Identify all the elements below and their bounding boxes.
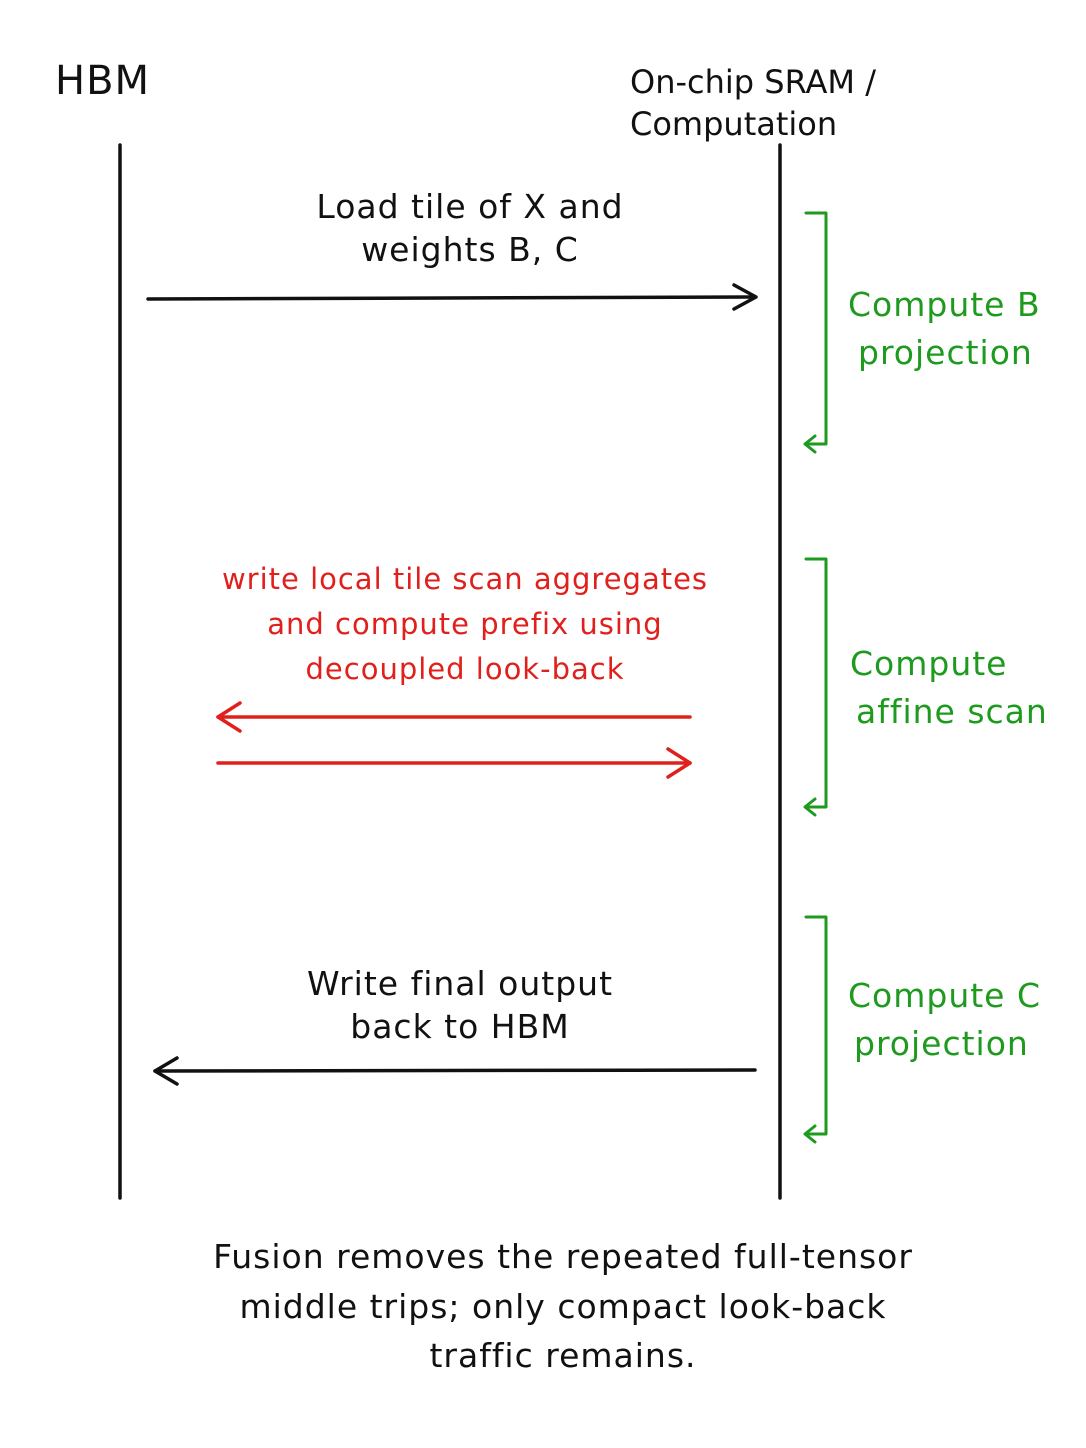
write-message-line-1: Write final output: [306, 964, 614, 1003]
compute-step-1-line-2: projection: [858, 332, 1033, 372]
caption: Fusion removes the repeated full-tensor …: [163, 1232, 963, 1381]
compute-step-3: Compute C projection: [848, 972, 1068, 1068]
compute-step-3-line-1: Compute C: [848, 976, 1042, 1015]
compute-bracket-1: [803, 211, 828, 454]
compute-step-2-line-2: affine scan: [856, 691, 1048, 731]
lookback-message-line-3: decoupled look-back: [305, 651, 625, 686]
write-message: Write final output back to HBM: [240, 963, 680, 1049]
load-message-line-1: Load tile of X and: [316, 187, 624, 226]
lookback-message-line-1: write local tile scan aggregates: [221, 562, 709, 596]
caption-line-3: traffic remains.: [429, 1336, 697, 1375]
lookback-arrow-left: [216, 701, 692, 733]
load-message-line-2: weights B, C: [361, 229, 579, 269]
compute-step-1: Compute B projection: [848, 281, 1068, 377]
compute-step-2: Compute affine scan: [850, 640, 1080, 736]
compute-step-1-line-1: Compute B: [848, 285, 1041, 324]
compute-bracket-2: [803, 557, 828, 817]
lookback-arrow-right: [216, 747, 692, 779]
sram-header: On-chip SRAM / Computation: [630, 63, 876, 143]
write-message-line-2: back to HBM: [350, 1006, 570, 1046]
write-arrow: [153, 1056, 757, 1086]
compute-bracket-3: [803, 915, 828, 1144]
caption-line-2: middle trips; only compact look-back: [239, 1286, 887, 1326]
lookback-message-line-2: and compute prefix using: [267, 606, 663, 641]
load-arrow: [146, 283, 758, 311]
load-message: Load tile of X and weights B, C: [250, 186, 690, 272]
compute-step-3-line-2: projection: [854, 1023, 1029, 1063]
hbm-header: HBM: [55, 58, 151, 104]
lookback-message: write local tile scan aggregates and com…: [205, 557, 725, 692]
compute-step-2-line-1: Compute: [850, 644, 1008, 683]
caption-line-1: Fusion removes the repeated full-tensor: [213, 1237, 913, 1276]
